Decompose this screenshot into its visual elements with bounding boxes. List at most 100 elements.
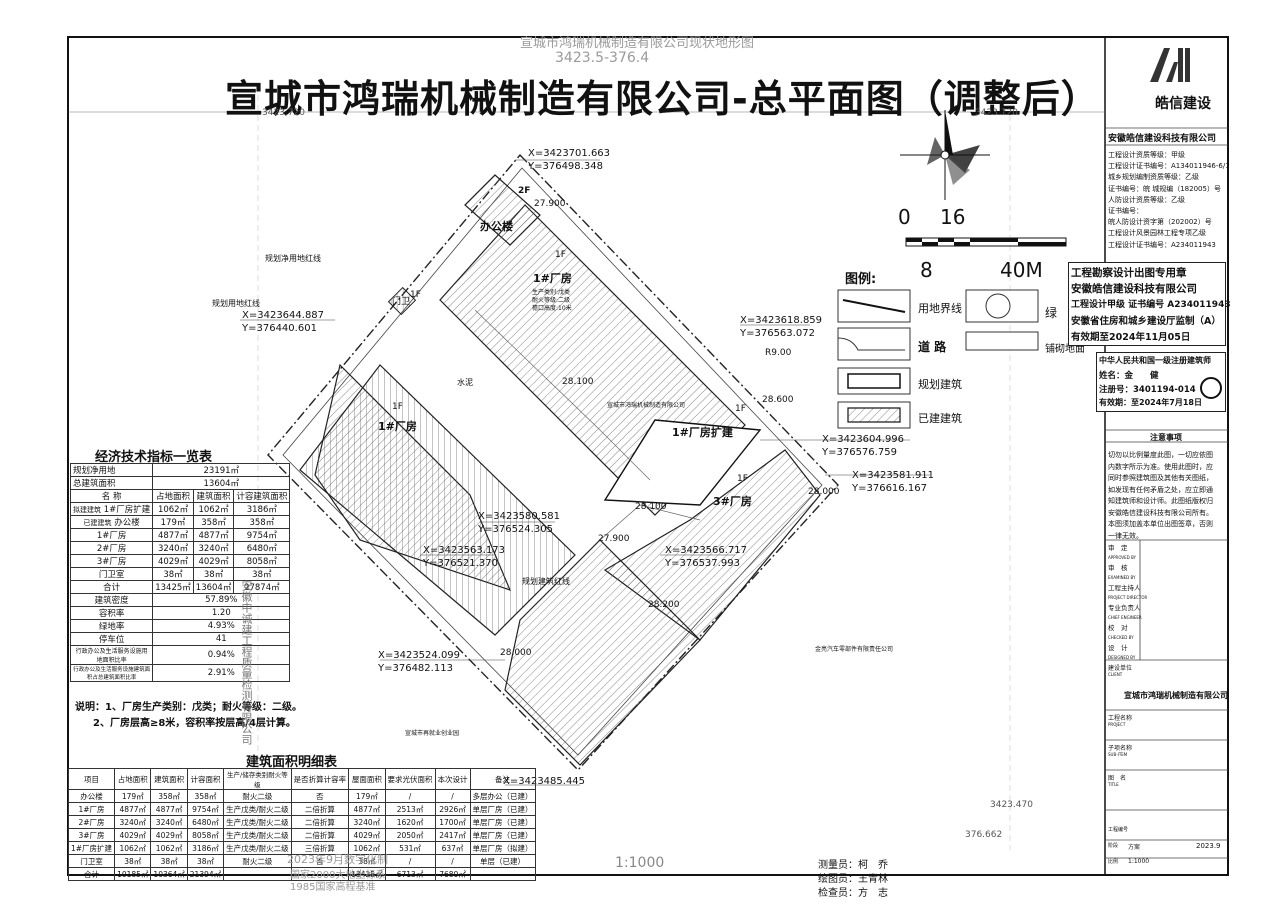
econ-total: 13425㎡ [152,580,194,594]
detail-cell: 3240㎡ [150,815,188,829]
coord-1-x: X=3423701.663 [528,148,611,159]
detail-cell: 二倍折算 [290,828,350,842]
elev-7: 28.200 [648,600,680,610]
detail-cell [223,867,292,881]
econ-cell: 1#厂房 [69,528,154,542]
legend-built: 已建建筑 [918,412,962,425]
stamp-line: 工程设计甲级 证书编号 A234011943 [1071,300,1231,310]
econ-cell: 8058㎡ [233,554,291,568]
econ-table-title: 经济技术指标一览表 [95,450,213,465]
coord-7-y: Y=376521.370 [423,558,498,569]
econ-cell: 6480㎡ [233,541,291,555]
detail-cell: 耐火二级 [223,789,292,803]
detail-cell: 10185㎡ [114,867,152,881]
econ-cell: 总建筑面积 [69,476,154,490]
grid-label-br-x: 376.662 [965,830,1003,840]
notes-title: 注意事项 [1150,433,1182,442]
grid-label-tr: 3423.720 [975,108,1018,118]
detail-cell: / [434,854,471,868]
econ-cell: 门卫室 [69,567,154,581]
detail-cell: / [384,854,436,868]
coord-7-x: X=3423563.173 [423,545,506,556]
detail-cell: 3186㎡ [186,841,225,855]
detail-cell: 单层厂房（拟建） [469,841,536,855]
grid-label-tl: 3423.720 [262,108,305,118]
detail-table-title: 建筑面积明细表 [246,755,338,770]
econ-cell: 4029㎡ [152,554,194,568]
surveyor: 测量员：柯 乔 [818,860,888,871]
detail-cell: 637㎡ [434,841,471,855]
coord-6-x: X=3423580.581 [478,511,561,522]
coord-2-y: Y=376440.601 [242,323,317,334]
detail-cell: 1062㎡ [114,841,152,855]
grid-label-br-y: 3423.470 [990,800,1033,810]
detail-cell: 生产戊类/耐火二级 [223,802,292,816]
coord-2-x: X=3423644.887 [242,310,325,321]
plant1-spec2: 耐火等级:二级 [532,297,571,304]
note-line: 如发现有任何矛盾之处，应立即通 [1108,485,1213,494]
project-label: 工程名称 [1108,715,1133,722]
neighbor-east: 金亮汽车零部件有限责任公司 [815,646,894,653]
econ-cell: 4029㎡ [192,554,235,568]
gate-label: 门卫 [392,297,411,307]
econ-cell: 3240㎡ [152,541,194,555]
tb-line: 工程设计证书编号：A234011943 [1108,240,1216,249]
tb-line: 证书编号： [1108,207,1143,216]
role-label-en: PROJECT DIRECTOR [1108,595,1148,600]
date-value: 2023.9 [1196,842,1221,850]
client-label-en: CLIENT [1108,672,1123,677]
legend-green: 绿 [1045,306,1058,320]
econ-note-1: 说明：1、厂房生产类别：戊类；耐火等级：二级。 [75,702,302,713]
elev-5: 28.100 [635,502,667,512]
detail-cell: 6480㎡ [186,815,225,829]
legend-road: 道 路 [918,340,947,354]
detail-cell: 合计 [67,867,116,881]
coord-5-y: Y=376616.167 [852,483,927,494]
legend-title: 图例: [845,272,877,287]
role-label: 工程主持人 [1108,584,1141,592]
detail-cell: 耐火二级 [223,854,292,868]
role-label: 设 计 [1108,644,1128,652]
drawing-label: 图 名 [1108,775,1127,782]
econ-header: 建筑面积 [192,489,235,503]
econ-header: 名 [101,492,111,502]
legend-paving: 铺砌地面 [1045,344,1085,355]
elev-3: 28.600 [762,395,794,405]
coord-4-y: Y=376576.759 [822,447,897,458]
ghost-coord: 3423.5-376.4 [555,50,650,66]
notes-body: 切勿以比例量度此图，一切应依图 内数字所示为准。使用此图时，应 同时参照建筑图及… [1108,450,1213,542]
detail-cell: 4877㎡ [114,802,152,816]
detail-cell: 单层厂房（已建） [469,828,536,842]
coord-5-x: X=3423581.911 [852,470,935,481]
office-label: 办公楼 [480,220,513,233]
role-label: 审 定 [1108,544,1128,552]
econ-cell: 358㎡ [192,515,235,529]
econ-index: 停车位 [69,632,154,646]
econ-cell: 1#厂房扩建 [103,505,151,515]
econ-cell: 规划净用地 [69,463,154,477]
scale-0: 0 [898,205,911,229]
client-label: 建设单位 [1108,665,1133,672]
plant1-old-label: 1#厂房 [378,420,417,433]
detail-cell: / [384,789,436,803]
detail-header: 要求光伏面积 [384,768,436,790]
drawing-border [67,36,1229,876]
econ-cell: 13604㎡ [152,476,291,490]
gate-floors: 1F [410,290,421,300]
stamp-line: 中华人民共和国一级注册建筑师 [1099,356,1211,365]
tb-line: 人防设计资质等级：乙级 [1108,195,1185,204]
coord-3-y: Y=376563.072 [740,328,815,339]
detail-cell: 38㎡ [186,854,225,868]
role-label: 专业负责人 [1108,604,1141,612]
elev-8: 28.000 [500,648,532,658]
detail-header: 本次设计 [434,768,471,790]
detail-cell: 多层办公（已建） [469,789,536,803]
detail-cell: 2050㎡ [384,828,436,842]
detail-header: 屋面面积 [348,768,386,790]
vertical-stamp: 安徽中诚建工程质量检测有限公司 [240,580,253,745]
detail-cell: 9754㎡ [186,802,225,816]
detail-cell: 21394㎡ [186,867,225,881]
econ-cell: 3186㎡ [233,502,291,516]
